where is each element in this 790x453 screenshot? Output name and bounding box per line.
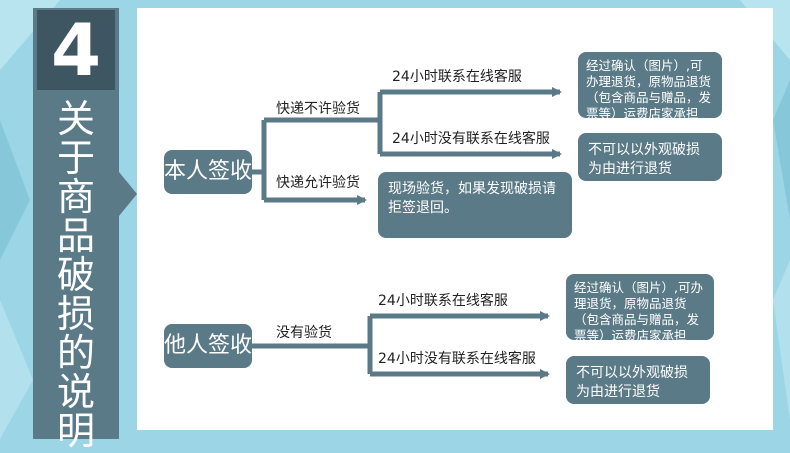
result-refuse-delivery: 现场验货，如果发现破损请拒签退回。 [378,172,572,238]
label-inspection-allowed: 快递允许验货 [276,175,360,191]
node-other-signed: 他人签收 [164,324,252,368]
section-number: 4 [37,10,115,90]
label-not-inspected: 没有验货 [276,325,332,341]
sidebar-pointer [119,172,137,216]
label-contact-service: 24小时联系在线客服 [392,69,522,85]
result-return-denied: 不可以以外观破损为由进行退货 [578,133,722,181]
result-return-accepted-2: 经过确认（图片）,可办理退货，原物品退货（包含商品与赠品，发票等）运费店家承担 [566,274,714,343]
section-title: 关于商品破损的说明 [56,97,95,453]
result-return-denied-2: 不可以以外观破损为由进行退货 [566,356,710,404]
label-no-inspection: 快递不许验货 [276,101,360,117]
label-contact-service-2: 24小时联系在线客服 [378,293,508,309]
node-self-signed: 本人签收 [164,150,252,194]
flow-connectors [252,87,562,379]
label-no-contact-service: 24小时没有联系在线客服 [392,131,550,147]
label-no-contact-service-2: 24小时没有联系在线客服 [378,351,536,367]
result-return-accepted: 经过确认（图片）,可办理退货，原物品退货（包含商品与赠品，发票等）运费店家承担 [578,52,722,121]
